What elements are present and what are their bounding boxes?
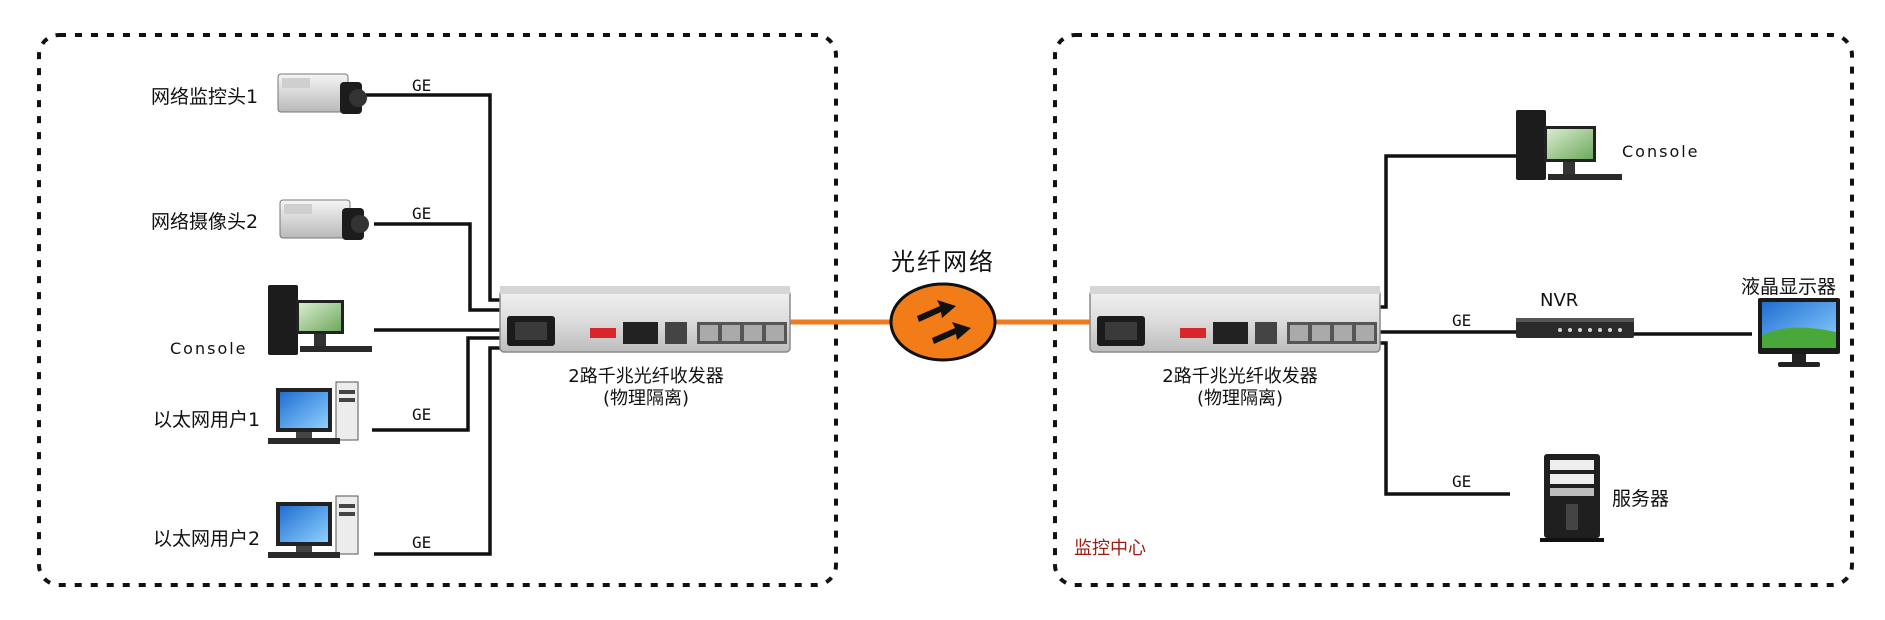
left-zone-border <box>37 33 838 587</box>
desktop-computer-icon <box>1516 110 1622 180</box>
right-wires <box>1380 154 1752 496</box>
left-wires <box>366 93 515 556</box>
right-transceiver-label: 2路千兆光纤收发器 <box>1162 366 1318 387</box>
left-transceiver-label: 2路千兆光纤收发器 <box>568 366 724 387</box>
right-zone-border <box>1053 33 1854 587</box>
desktop-computer-icon <box>268 285 372 355</box>
fiber-transceiver-icon <box>499 286 791 353</box>
fiber-network-label: 光纤网络 <box>891 248 995 276</box>
nvr-device-icon <box>1516 318 1634 338</box>
desktop-computer-icon <box>268 495 359 558</box>
server-tower-icon <box>1540 454 1604 542</box>
link-label-ge: GE <box>412 76 432 95</box>
lcd-monitor-icon <box>1758 298 1840 367</box>
server-label: 服务器 <box>1612 488 1670 510</box>
left-console-label: Console <box>170 339 248 358</box>
desktop-computer-icon <box>268 381 359 444</box>
ethernet-user-2-label: 以太网用户2 <box>153 528 261 550</box>
right-console-label: Console <box>1622 142 1700 161</box>
ip-camera-icon <box>277 73 367 114</box>
link-label-ge: GE <box>412 405 432 424</box>
link-label-ge: GE <box>412 204 432 223</box>
lcd-monitor-label: 液晶显示器 <box>1741 276 1837 298</box>
link-label-ge: GE <box>1452 472 1472 491</box>
monitoring-center-label: 监控中心 <box>1074 538 1146 559</box>
right-transceiver-sublabel: (物理隔离) <box>1196 388 1284 409</box>
ip-camera-icon <box>279 199 369 240</box>
camera-1-label: 网络监控头1 <box>151 86 259 108</box>
link-label-ge: GE <box>1452 311 1472 330</box>
link-label-ge: GE <box>412 533 432 552</box>
nvr-label: NVR <box>1540 290 1579 311</box>
fiber-cloud-arrows-icon <box>889 282 997 362</box>
left-transceiver-sublabel: (物理隔离) <box>602 388 690 409</box>
ethernet-user-1-label: 以太网用户1 <box>153 409 261 431</box>
fiber-transceiver-icon <box>1089 286 1381 353</box>
camera-2-label: 网络摄像头2 <box>151 211 259 233</box>
